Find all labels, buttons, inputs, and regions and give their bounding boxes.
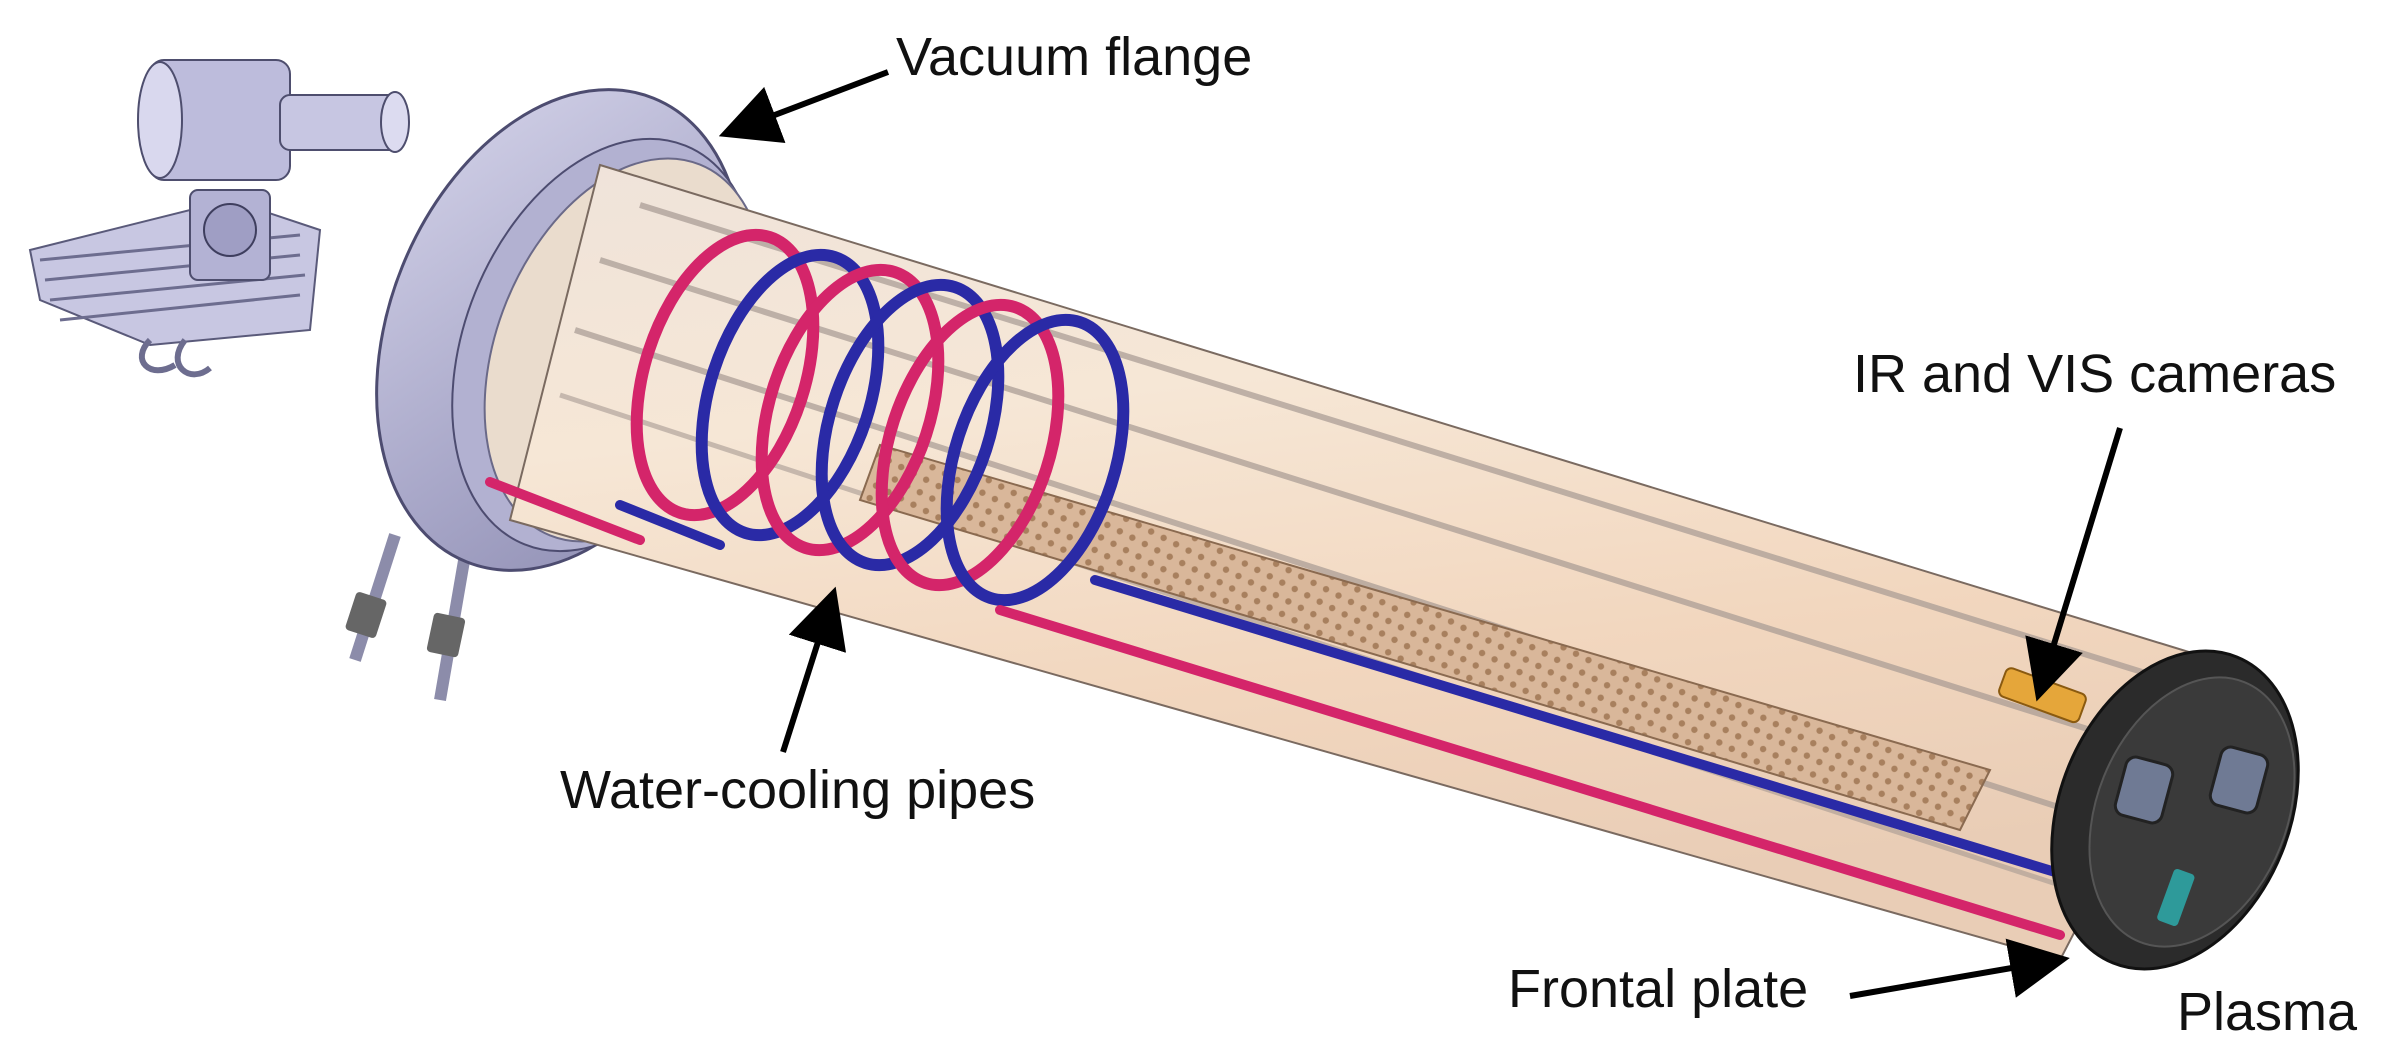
label-vacuum-flange: Vacuum flange <box>896 27 1253 87</box>
rear-mechanics <box>28 59 410 378</box>
annotation-arrows <box>718 69 2123 999</box>
feedthrough-connectors <box>345 533 471 702</box>
label-plasma: Plasma <box>2177 982 2358 1042</box>
arrow-water-pipes <box>780 586 847 753</box>
arrow-frontal-plate <box>1849 938 2070 999</box>
mesh-plate <box>858 443 1992 832</box>
arrow-cameras <box>2025 427 2123 702</box>
label-frontal-plate: Frontal plate <box>1508 959 1809 1019</box>
water-cooling-coil <box>485 228 2070 940</box>
label-cameras: IR and VIS cameras <box>1853 344 2337 404</box>
frontal-plate <box>2050 649 2300 971</box>
label-water-cooling-pipes: Water-cooling pipes <box>560 760 1036 820</box>
arrow-vacuum-flange <box>718 69 890 144</box>
